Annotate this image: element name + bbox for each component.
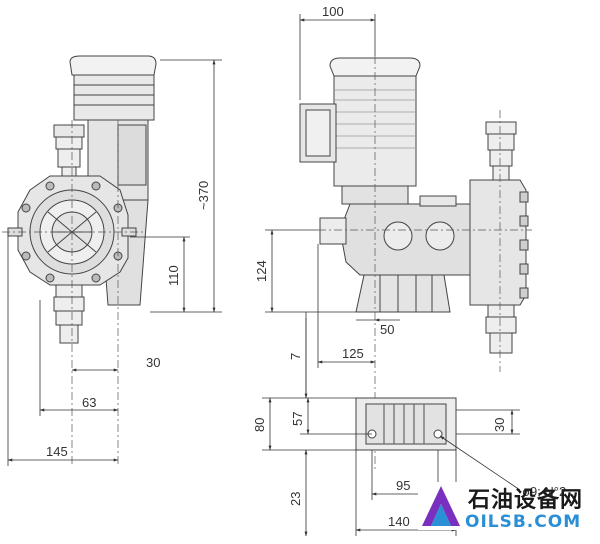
dim-80: 80 [252, 418, 267, 432]
dim-370: ~370 [196, 181, 211, 210]
front-view [7, 55, 157, 344]
dim-30-right: 30 [492, 418, 507, 432]
dim-23: 23 [288, 492, 303, 506]
dim-145: 145 [46, 444, 68, 459]
dim-125: 125 [342, 346, 364, 361]
watermark-logo-icon [418, 482, 464, 530]
dim-124: 124 [254, 260, 269, 282]
dim-110: 110 [166, 265, 181, 286]
front-centerlines [2, 120, 145, 465]
side-centerlines [318, 56, 532, 470]
dim-63: 63 [82, 395, 96, 410]
dim-100: 100 [322, 4, 344, 19]
dim-30-left: 30 [146, 355, 160, 370]
dim-140: 140 [388, 514, 410, 529]
watermark-english-text: OILSB.COM [465, 512, 582, 532]
dim-57: 57 [290, 412, 305, 426]
watermark-chinese-text: 石油设备网 [468, 488, 584, 513]
dimension-labels: 100 ~370 110 124 30 63 145 50 7 125 80 5… [46, 4, 566, 529]
side-view [299, 57, 529, 354]
dim-95: 95 [396, 478, 410, 493]
dim-50: 50 [380, 322, 394, 337]
dim-holes: ø9; N°2 [522, 484, 566, 499]
base-footprint [355, 397, 457, 451]
dimension-lines [7, 14, 521, 537]
dim-7: 7 [288, 353, 303, 360]
